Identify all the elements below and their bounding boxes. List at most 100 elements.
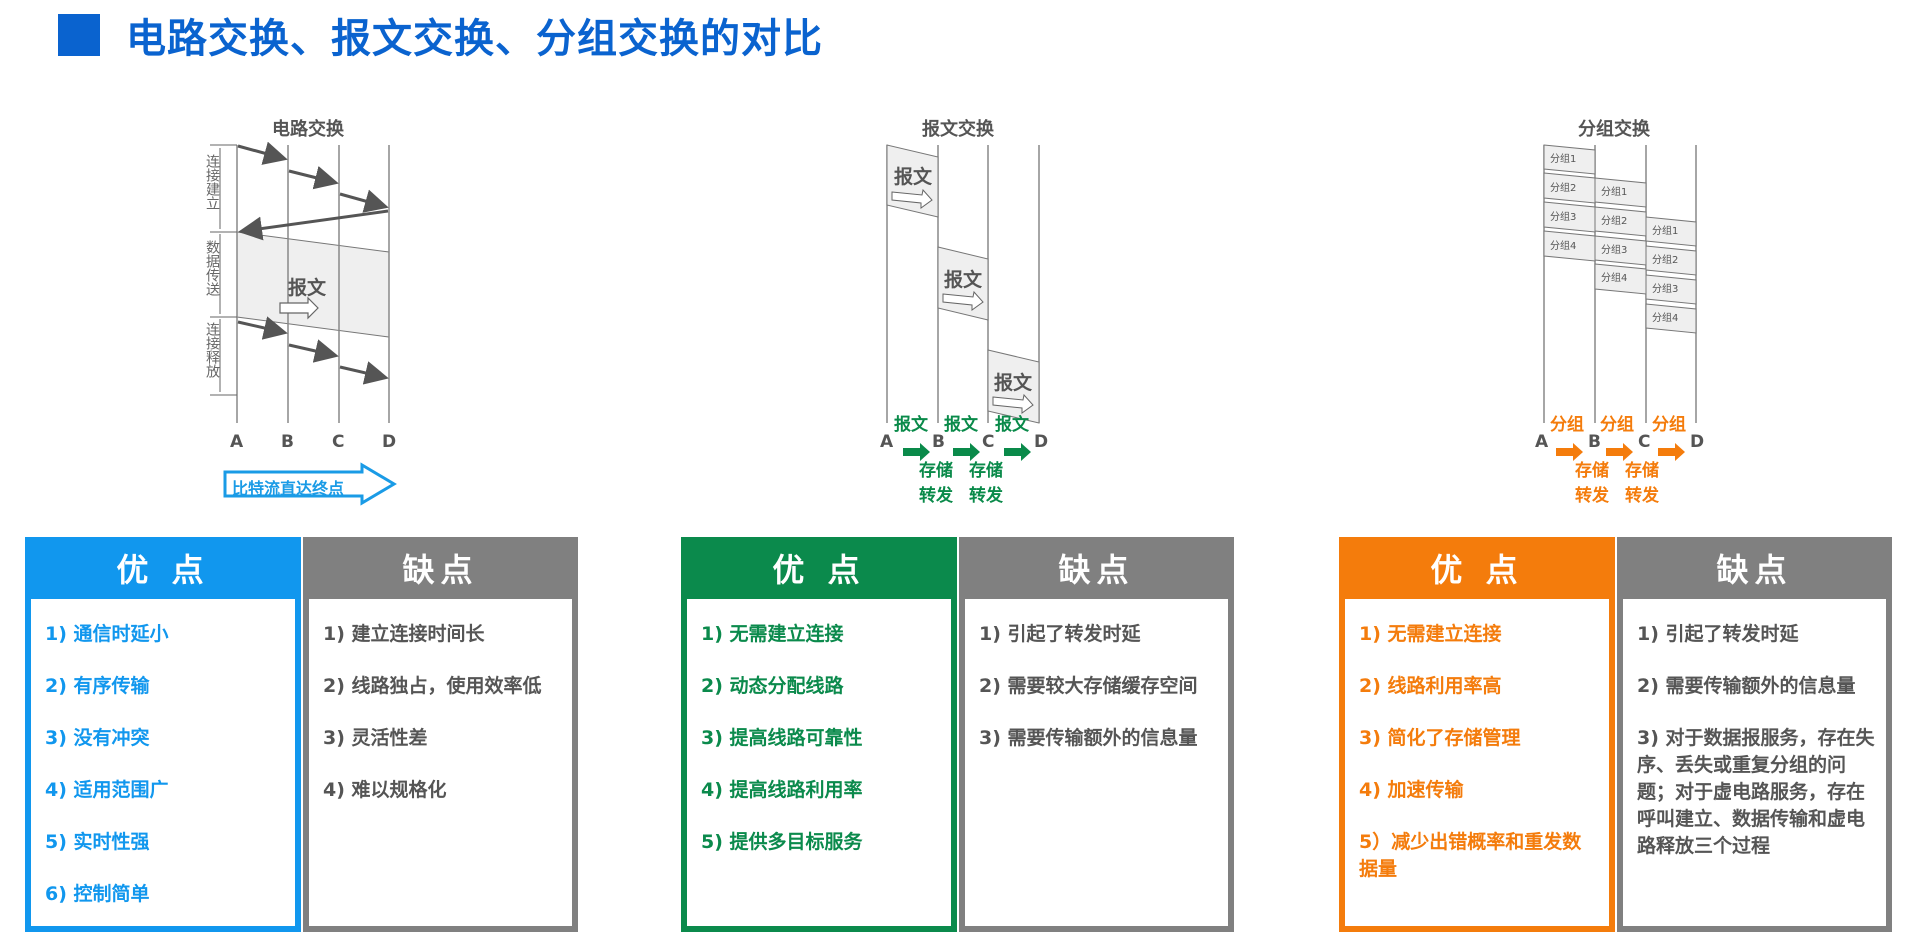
cons-item: 3) 对于数据报服务，存在失序、丢失或重复分组的问题；对于虚电路服务，存在呼叫建… bbox=[1637, 727, 1875, 857]
packet-label: 分组4 bbox=[1601, 273, 1628, 284]
store-label: 存储 bbox=[969, 461, 1003, 481]
message-block-label: 报文 bbox=[944, 269, 983, 291]
node-d-label: D bbox=[1034, 432, 1049, 452]
store-label: 存储 bbox=[1575, 461, 1609, 481]
cons-item: 2) 线路独占，使用效率低 bbox=[323, 675, 542, 697]
hop-label: 分组 bbox=[1550, 415, 1584, 435]
node-d-label: D bbox=[382, 432, 397, 452]
page-header: 电路交换、报文交换、分组交换的对比 bbox=[58, 12, 823, 62]
hop-label: 报文 bbox=[944, 415, 978, 435]
page-title: 电路交换、报文交换、分组交换的对比 bbox=[126, 16, 823, 62]
pros-item: 4) 提高线路利用率 bbox=[701, 779, 863, 801]
phase-label-setup: 连接建立 bbox=[204, 154, 220, 210]
message-label: 报文 bbox=[288, 277, 327, 299]
forward-label: 转发 bbox=[1575, 486, 1609, 506]
pros-header: 优 点 bbox=[116, 551, 210, 589]
hop-label: 报文 bbox=[995, 415, 1029, 435]
node-c-label: C bbox=[982, 432, 995, 452]
pros-column: 优 点 1) 无需建立连接 2) 动态分配线路 3) 提高线路可靠性 4) 提高… bbox=[681, 537, 957, 932]
title-bullet-icon bbox=[58, 14, 100, 56]
circuit-switching-diagram: 电路交换 bbox=[190, 110, 430, 510]
node-b-label: B bbox=[281, 432, 294, 452]
packet-timeline-graphic bbox=[1543, 144, 1697, 461]
packet-label: 分组2 bbox=[1550, 183, 1577, 194]
pros-item: 1) 无需建立连接 bbox=[1359, 623, 1502, 645]
diagram-title: 报文交换 bbox=[922, 119, 994, 140]
pros-item: 1) 无需建立连接 bbox=[701, 623, 844, 645]
message-switching-diagram: 报文交换 报文 报文 报文 报文 报文 报文 A B C D 存储 存储 转发 … bbox=[870, 110, 1070, 510]
message-block-label: 报文 bbox=[994, 372, 1033, 394]
cons-list: 1) 引起了转发时延 2) 需要传输额外的信息量 3) 对于数据报服务，存在失序… bbox=[1623, 599, 1886, 926]
cons-header: 缺点 bbox=[402, 551, 479, 589]
pros-item: 1) 通信时延小 bbox=[45, 623, 169, 645]
cons-list: 1) 引起了转发时延 2) 需要较大存储缓存空间 3) 需要传输额外的信息量 bbox=[965, 599, 1228, 926]
pros-item: 2) 有序传输 bbox=[45, 675, 150, 697]
packet-label: 分组2 bbox=[1652, 255, 1679, 266]
cons-column: 缺点 1) 引起了转发时延 2) 需要传输额外的信息量 3) 对于数据报服务，存… bbox=[1617, 537, 1892, 932]
pros-item: 2) 动态分配线路 bbox=[701, 675, 844, 697]
pros-item: 5）减少出错概率和重发数据量 bbox=[1359, 831, 1582, 880]
cons-item: 1) 建立连接时间长 bbox=[323, 623, 485, 645]
packet-label: 分组4 bbox=[1550, 241, 1577, 252]
message-pros-cons-panel: 优 点 1) 无需建立连接 2) 动态分配线路 3) 提高线路可靠性 4) 提高… bbox=[681, 537, 1234, 932]
cons-item: 3) 灵活性差 bbox=[323, 727, 428, 749]
bitstream-label: 比特流直达终点 bbox=[232, 479, 345, 498]
node-b-label: B bbox=[1588, 432, 1601, 452]
pros-item: 4) 适用范围广 bbox=[45, 779, 169, 801]
message-block-label: 报文 bbox=[894, 166, 933, 188]
pros-item: 5) 提供多目标服务 bbox=[701, 831, 863, 853]
store-label: 存储 bbox=[919, 461, 953, 481]
pros-header: 优 点 bbox=[772, 551, 866, 589]
cons-list: 1) 建立连接时间长 2) 线路独占，使用效率低 3) 灵活性差 4) 难以规格… bbox=[309, 599, 572, 926]
cons-header: 缺点 bbox=[1058, 551, 1135, 589]
cons-column: 缺点 1) 建立连接时间长 2) 线路独占，使用效率低 3) 灵活性差 4) 难… bbox=[303, 537, 578, 932]
packet-pros-cons-panel: 优 点 1) 无需建立连接 2) 线路利用率高 3) 简化了存储管理 4) 加速… bbox=[1339, 537, 1892, 932]
bitstream-arrow-icon bbox=[223, 462, 397, 506]
packet-label: 分组2 bbox=[1601, 216, 1628, 227]
cons-item: 2) 需要传输额外的信息量 bbox=[1637, 675, 1856, 697]
forward-label: 转发 bbox=[1625, 486, 1659, 506]
pros-item: 3) 简化了存储管理 bbox=[1359, 727, 1521, 749]
packet-label: 分组4 bbox=[1652, 313, 1679, 324]
phase-label-transfer: 数据传送 bbox=[204, 240, 220, 296]
cons-item: 4) 难以规格化 bbox=[323, 779, 447, 801]
phase-label-release: 连接释放 bbox=[204, 322, 220, 378]
node-c-label: C bbox=[1638, 432, 1651, 452]
diagram-title: 电路交换 bbox=[272, 119, 344, 140]
node-c-label: C bbox=[332, 432, 345, 452]
cons-column: 缺点 1) 引起了转发时延 2) 需要较大存储缓存空间 3) 需要传输额外的信息… bbox=[959, 537, 1234, 932]
pros-item: 6) 控制简单 bbox=[45, 883, 150, 905]
node-a-label: A bbox=[230, 432, 244, 452]
circuit-timeline-graphic bbox=[210, 141, 390, 423]
cons-item: 1) 引起了转发时延 bbox=[979, 623, 1141, 645]
packet-label: 分组3 bbox=[1550, 212, 1577, 223]
packet-label: 分组1 bbox=[1652, 226, 1679, 237]
packet-label: 分组3 bbox=[1652, 284, 1679, 295]
node-d-label: D bbox=[1690, 432, 1705, 452]
pros-list: 1) 通信时延小 2) 有序传输 3) 没有冲突 4) 适用范围广 5) 实时性… bbox=[31, 599, 295, 926]
node-a-label: A bbox=[880, 432, 894, 452]
node-b-label: B bbox=[932, 432, 945, 452]
forward-label: 转发 bbox=[919, 486, 953, 506]
message-timeline-graphic bbox=[886, 144, 1040, 461]
pros-item: 5) 实时性强 bbox=[45, 831, 150, 853]
pros-item: 3) 没有冲突 bbox=[45, 727, 150, 749]
cons-item: 3) 需要传输额外的信息量 bbox=[979, 727, 1198, 749]
packet-label: 分组3 bbox=[1601, 245, 1628, 256]
forward-label: 转发 bbox=[969, 486, 1003, 506]
node-a-label: A bbox=[1535, 432, 1549, 452]
pros-item: 2) 线路利用率高 bbox=[1359, 675, 1502, 697]
pros-item: 4) 加速传输 bbox=[1359, 779, 1464, 801]
packet-label: 分组1 bbox=[1550, 154, 1577, 165]
cons-header: 缺点 bbox=[1716, 551, 1793, 589]
pros-column: 优 点 1) 无需建立连接 2) 线路利用率高 3) 简化了存储管理 4) 加速… bbox=[1339, 537, 1615, 932]
circuit-pros-cons-panel: 优 点 1) 通信时延小 2) 有序传输 3) 没有冲突 4) 适用范围广 5)… bbox=[25, 537, 578, 932]
pros-list: 1) 无需建立连接 2) 线路利用率高 3) 简化了存储管理 4) 加速传输 5… bbox=[1345, 599, 1609, 926]
pros-header: 优 点 bbox=[1430, 551, 1524, 589]
pros-list: 1) 无需建立连接 2) 动态分配线路 3) 提高线路可靠性 4) 提高线路利用… bbox=[687, 599, 951, 926]
packet-label: 分组1 bbox=[1601, 187, 1628, 198]
store-label: 存储 bbox=[1625, 461, 1659, 481]
pros-column: 优 点 1) 通信时延小 2) 有序传输 3) 没有冲突 4) 适用范围广 5)… bbox=[25, 537, 301, 932]
hop-label: 分组 bbox=[1600, 415, 1634, 435]
diagram-title: 分组交换 bbox=[1578, 119, 1650, 140]
